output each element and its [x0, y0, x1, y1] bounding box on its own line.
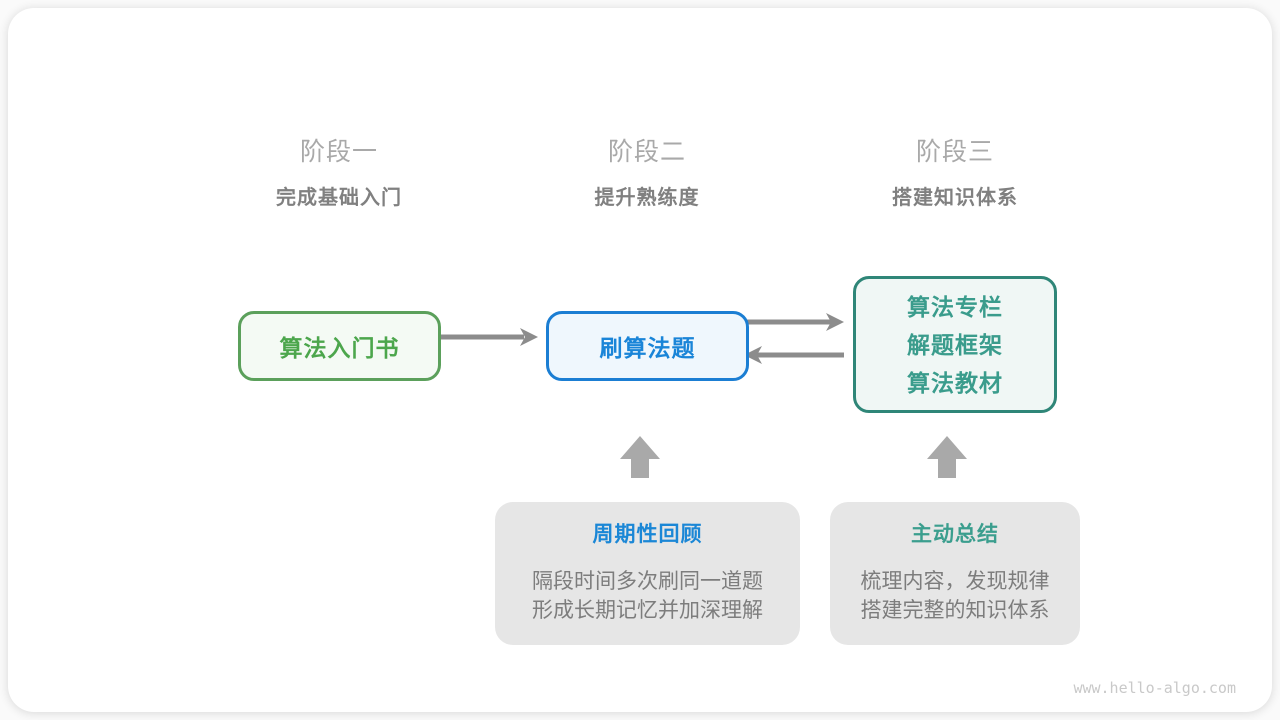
node-practice: 刷算法题	[546, 311, 749, 381]
stage-2-label: 阶段二	[607, 138, 686, 166]
node-resources-line-1: 算法专栏	[907, 293, 1003, 320]
callout-active-summary: 主动总结 梳理内容，发现规律 搭建完整的知识体系	[830, 502, 1080, 645]
stage-3-label: 阶段三	[915, 138, 994, 166]
callout-periodic-review-title: 周期性回顾	[592, 523, 703, 546]
arrow-up-icon	[620, 436, 660, 478]
stage-1-subtitle: 完成基础入门	[276, 187, 402, 209]
stage-2-subtitle: 提升熟练度	[594, 187, 700, 209]
watermark-url: www.hello-algo.com	[1073, 679, 1236, 697]
node-resources: 算法专栏 解题框架 算法教材	[853, 276, 1057, 413]
callout-body-line: 梳理内容，发现规律	[860, 570, 1050, 593]
arrow-left-icon	[744, 346, 844, 364]
stage-1-label: 阶段一	[299, 138, 378, 166]
node-intro-book: 算法入门书	[238, 311, 441, 381]
callout-periodic-review: 周期性回顾 隔段时间多次刷同一道题 形成长期记忆并加深理解	[495, 502, 800, 645]
node-practice-label: 刷算法题	[599, 335, 696, 361]
stage-2-header: 阶段二 提升熟练度	[497, 138, 797, 210]
node-resources-line-2: 解题框架	[907, 331, 1003, 358]
callout-periodic-review-body: 隔段时间多次刷同一道题 形成长期记忆并加深理解	[495, 567, 800, 625]
stage-3-header: 阶段三 搭建知识体系	[805, 138, 1105, 210]
node-intro-book-label: 算法入门书	[279, 335, 400, 361]
arrow-up-icon	[927, 436, 967, 478]
callout-body-line: 搭建完整的知识体系	[860, 599, 1050, 622]
stage-1-header: 阶段一 完成基础入门	[189, 138, 489, 210]
arrow-right-icon	[743, 313, 844, 331]
node-resources-line-3: 算法教材	[907, 369, 1003, 396]
callout-active-summary-body: 梳理内容，发现规律 搭建完整的知识体系	[830, 567, 1080, 625]
callout-body-line: 隔段时间多次刷同一道题	[532, 570, 763, 593]
diagram-card: 阶段一 完成基础入门 阶段二 提升熟练度 阶段三 搭建知识体系 算法入门书	[8, 8, 1272, 712]
callout-active-summary-title: 主动总结	[911, 523, 999, 546]
arrow-right-icon	[434, 328, 538, 346]
callout-body-line: 形成长期记忆并加深理解	[532, 599, 763, 622]
stage-3-subtitle: 搭建知识体系	[892, 187, 1018, 209]
